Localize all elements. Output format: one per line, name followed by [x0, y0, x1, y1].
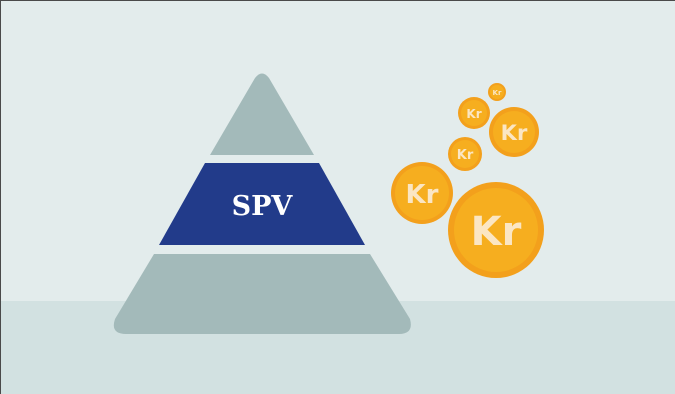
coin-symbol: Kr: [493, 89, 502, 97]
pyramid-top-section: [210, 73, 314, 155]
pyramid: SPV: [113, 73, 411, 334]
pyramid-base-section: [113, 254, 411, 334]
coin-symbol: Kr: [471, 209, 522, 255]
coin-tiny: Kr: [488, 83, 506, 101]
coin-upper-right: Kr: [489, 107, 539, 157]
coin-large: Kr: [448, 182, 544, 278]
spv-label: SPV: [232, 191, 294, 222]
coin-cluster: Kr Kr Kr Kr Kr: [391, 83, 544, 278]
coin-small-middle: Kr: [448, 137, 482, 171]
coin-symbol: Kr: [466, 107, 481, 121]
coin-symbol: Kr: [406, 180, 439, 210]
coin-medium: Kr: [391, 162, 453, 224]
pyramid-middle-band: [159, 163, 365, 245]
coin-symbol: Kr: [457, 148, 474, 163]
coin-symbol: Kr: [501, 121, 528, 145]
background-wall: [1, 1, 675, 301]
coin-small-upper: Kr: [458, 97, 490, 129]
